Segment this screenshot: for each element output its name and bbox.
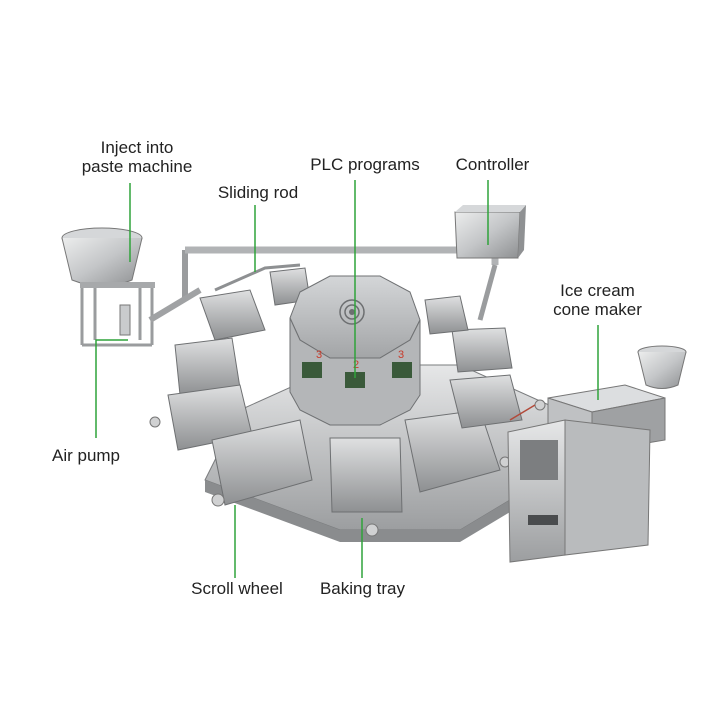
label-scroll-wheel-text: Scroll wheel bbox=[191, 579, 283, 598]
baking-stations bbox=[167, 267, 523, 513]
label-baking-tray-text: Baking tray bbox=[319, 579, 406, 598]
leader-lines bbox=[95, 180, 599, 578]
label-controller: Controller bbox=[445, 155, 540, 174]
label-plc-programs: PLC programs bbox=[300, 155, 430, 174]
station-number: 3 bbox=[398, 349, 404, 361]
scroll-wheels bbox=[149, 399, 546, 537]
label-baking-tray: Baking tray bbox=[310, 579, 415, 598]
label-plc-programs-text: PLC programs bbox=[310, 155, 420, 174]
label-controller-text: Controller bbox=[455, 155, 530, 174]
paste-machine bbox=[61, 227, 202, 347]
cone-maker-machine bbox=[507, 345, 687, 563]
label-sliding-rod-text: Sliding rod bbox=[217, 183, 299, 202]
leader-air-pump bbox=[95, 339, 128, 438]
station-number: 3 bbox=[316, 349, 322, 361]
label-inject-line1: Inject into bbox=[100, 138, 174, 157]
label-cone-maker: Ice cream cone maker bbox=[545, 281, 650, 319]
label-air-pump: Air pump bbox=[42, 446, 130, 465]
label-cone-maker-line1: Ice cream bbox=[560, 281, 635, 300]
label-scroll-wheel: Scroll wheel bbox=[182, 579, 292, 598]
station-number: 2 bbox=[353, 359, 359, 371]
label-sliding-rod: Sliding rod bbox=[208, 183, 308, 202]
label-air-pump-text: Air pump bbox=[51, 446, 121, 465]
controller-box bbox=[454, 205, 526, 259]
label-cone-maker-line2: cone maker bbox=[553, 300, 642, 319]
label-inject-paste: Inject into paste machine bbox=[72, 138, 202, 176]
label-inject-line2: paste machine bbox=[81, 157, 193, 176]
